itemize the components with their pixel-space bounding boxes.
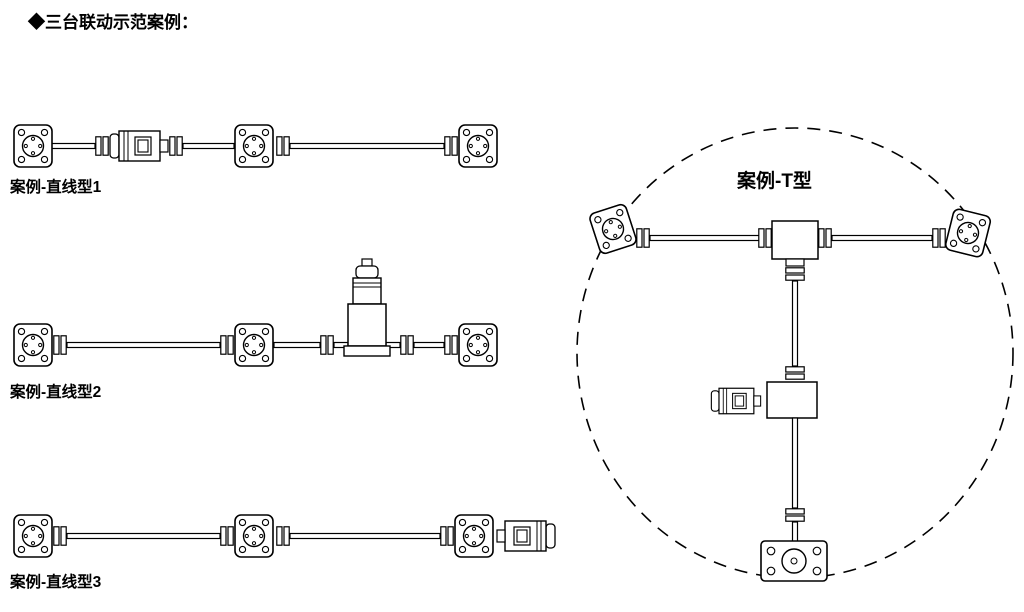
coupling-icon [444,136,458,156]
vertical-motor-icon [343,258,391,357]
shaft-line [182,142,235,150]
case-label-linear1: 案例-直线型1 [9,177,102,196]
page-title: ◆三台联动示范案例： [27,12,198,32]
shaft-line [66,532,221,540]
coupling-icon [785,508,805,522]
gearbox-icon [587,202,639,256]
coupling-icon [220,526,234,546]
shaft-line [791,521,799,543]
gearbox-icon [234,124,274,168]
coupling-icon [220,335,234,355]
coupling-icon [276,136,290,156]
shaft-line [289,532,441,540]
shaft-line [413,341,445,349]
gearbox-icon [458,323,498,367]
junction-box [771,220,819,260]
gearbox-icon [234,323,274,367]
boundary-dashed-circle [576,127,1014,579]
gearbox-icon [13,323,53,367]
bottom-flange [760,540,828,582]
coupling-icon [440,526,454,546]
coupling-icon [53,335,67,355]
junction-flange [785,258,805,267]
coupling-icon [818,228,832,248]
motor-icon [109,130,169,162]
gearbox-icon [454,514,494,558]
shaft-line [649,234,761,242]
shaft-line [791,280,799,367]
shaft-line [50,142,96,150]
coupling-icon [95,136,109,156]
shaft-line [831,234,933,242]
gearbox-icon [234,514,274,558]
coupling-icon [636,228,650,248]
shaft-line [273,341,321,349]
case-label-linear2: 案例-直线型2 [9,382,101,401]
case-label-linear3: 案例-直线型3 [9,572,102,591]
case-linear2-diagram: 案例-直线型2 [9,258,498,401]
motor-icon [710,387,762,415]
reducer-box [766,381,818,419]
gearbox-icon [13,124,53,168]
coupling-icon [400,335,414,355]
coupling-icon [320,335,334,355]
gearbox-icon [943,207,993,259]
coupling-icon [758,228,772,248]
coupling-icon [785,267,805,281]
coupling-icon [53,526,67,546]
shaft-line [289,142,445,150]
case-linear1-diagram: 案例-直线型1 [9,124,498,196]
case-linear3-diagram: 案例-直线型3 [9,514,556,591]
shaft-line [791,417,799,509]
coupling-icon [444,335,458,355]
case-label-t-type: 案例-T型 [736,169,812,192]
shaft-line [66,341,221,349]
coupling-icon [276,526,290,546]
case-t-type-diagram: 案例-T型 [576,127,1014,582]
coupling-icon [169,136,183,156]
gearbox-icon [13,514,53,558]
motor-icon [496,520,556,552]
gearbox-icon [458,124,498,168]
coupling-icon [932,228,946,248]
coupling-icon [785,366,805,380]
